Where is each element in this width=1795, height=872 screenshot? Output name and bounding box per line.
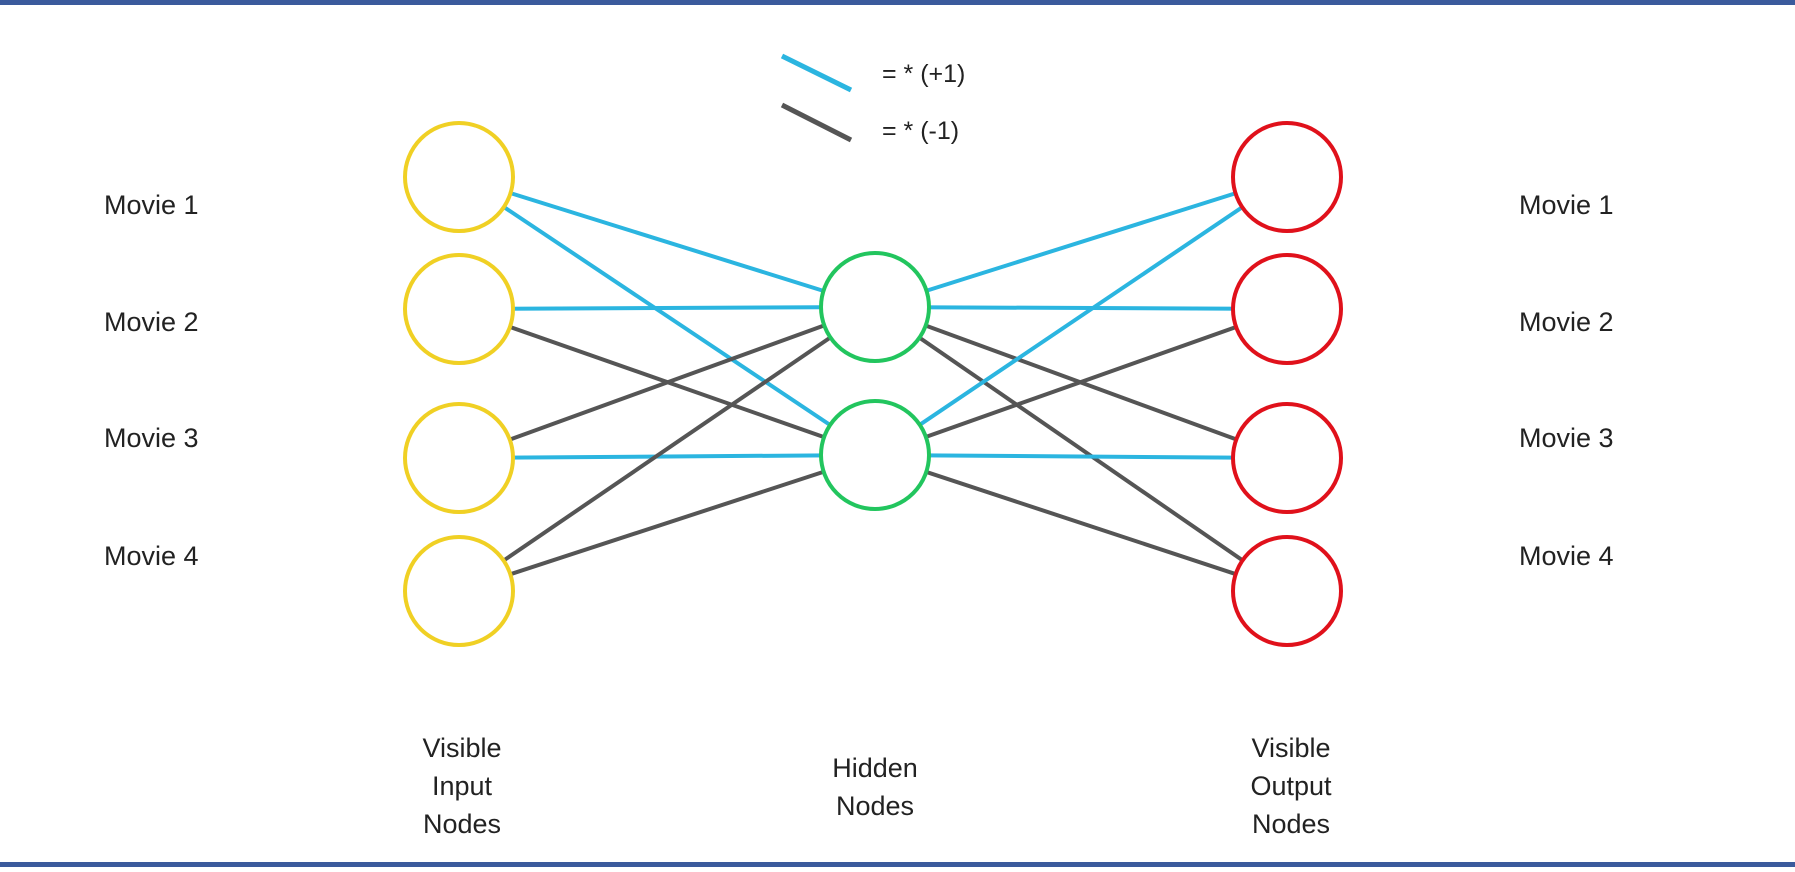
right-label-movie-1: Movie 1 [1519,190,1614,220]
output-layer-label: Visible Output Nodes [1191,729,1391,843]
edge-input-3-hidden-2-positive [458,453,876,460]
output-layer-label-line: Visible [1251,733,1331,763]
bottom-border [0,862,1795,867]
edge-input-1-hidden-2-positive [457,175,877,457]
left-label-movie-3: Movie 3 [104,423,199,453]
edge-input-1-hidden-1-positive [458,175,876,309]
right-label-movie-2: Movie 2 [1519,307,1614,337]
output-node-4 [1231,535,1343,647]
edge-hidden-2-output-4-negative [874,453,1288,593]
legend-negative-label: = * (-1) [882,117,960,145]
output-layer-label-line: Nodes [1251,809,1331,839]
input-layer-label-line: Nodes [422,809,502,839]
input-layer-label: Visible Input Nodes [362,729,562,843]
edge-hidden-2-output-3-positive [874,453,1288,460]
edge-hidden-1-output-4-negative [873,305,1289,593]
input-layer-label-line: Visible [422,733,502,763]
right-label-movie-3: Movie 3 [1519,423,1614,453]
edge-input-4-hidden-2-negative [458,453,876,593]
top-border [0,0,1795,5]
edge-hidden-1-output-2-positive [874,305,1288,311]
output-node-3 [1231,402,1343,514]
input-layer-label-line: Input [431,771,493,801]
output-layer-label-line: Output [1250,771,1332,801]
edge-input-2-hidden-1-positive [458,305,876,311]
left-label-movie-2: Movie 2 [104,307,199,337]
hidden-layer-label: Hidden Nodes [775,749,975,825]
hidden-layer-label-line: Hidden [832,753,918,783]
edge-hidden-2-output-2-negative [874,307,1288,457]
input-node-1 [403,121,515,233]
output-node-2 [1231,253,1343,365]
input-node-4 [403,535,515,647]
legend-positive-line [780,53,853,93]
legend-negative-line [780,102,853,143]
hidden-node-1 [819,251,931,363]
left-label-movie-4: Movie 4 [104,541,199,571]
legend-positive-label: = * (+1) [882,60,966,88]
edge-hidden-2-output-1-positive [873,175,1289,457]
hidden-layer-label-line: Nodes [835,791,915,821]
edge-input-4-hidden-1-negative [457,305,877,593]
left-label-movie-1: Movie 1 [104,190,199,220]
input-node-2 [403,253,515,365]
edge-hidden-1-output-1-positive [874,175,1288,309]
output-node-1 [1231,121,1343,233]
right-label-movie-4: Movie 4 [1519,541,1614,571]
hidden-node-2 [819,399,931,511]
edge-input-3-hidden-1-negative [458,305,876,460]
input-node-3 [403,402,515,514]
